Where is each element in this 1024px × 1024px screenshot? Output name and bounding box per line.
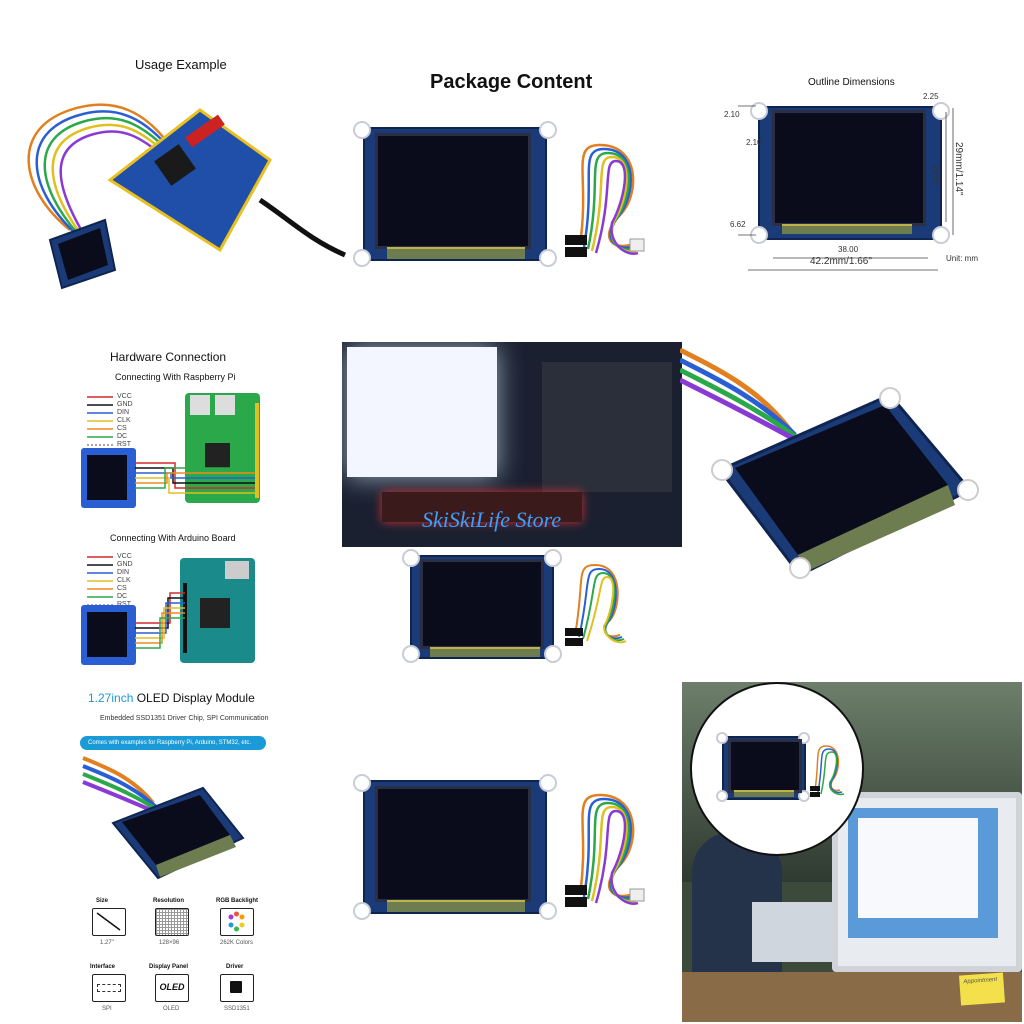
sticky-note-text: Appointment [963, 976, 998, 986]
feature-size: Size 1.27" [80, 898, 140, 958]
feature-label: Size [96, 898, 109, 904]
pin-label: RST [117, 601, 131, 608]
pc-case [542, 362, 672, 492]
pixel-grid-icon [155, 908, 189, 936]
pin-label: CS [117, 585, 127, 592]
package-content-panel: Package Content [345, 65, 675, 295]
module-infographic-panel: 1.27inch OLED Display Module Embedded SS… [78, 688, 348, 1018]
pin-label: DIN [117, 569, 130, 576]
feature-resolution: Resolution 128×96 [143, 898, 203, 958]
module-with-cable-panel [345, 770, 675, 930]
keyboard [382, 492, 582, 522]
usage-example-title: Usage Example [135, 57, 227, 72]
dim-2-10-top: 2.10 [724, 110, 740, 119]
connector-icon [92, 974, 126, 1002]
oled-module-angled-photo [680, 347, 979, 579]
feature-value: 1.27" [100, 940, 114, 946]
sticky-note: Appointment [959, 972, 1005, 1006]
dimension-lines [738, 105, 954, 271]
oled-module-image [353, 774, 557, 920]
module-title: 1.27inch OLED Display Module [88, 691, 255, 705]
feature-label: Resolution [153, 898, 184, 904]
feature-value: OLED [163, 1006, 180, 1012]
store-watermark: SkiSkiLife Store [422, 507, 562, 532]
hardware-connection-panel: Hardware Connection Connecting With Rasp… [75, 345, 335, 670]
module-banner: Comes with examples for Raspberry Pi, Ar… [80, 736, 266, 750]
feature-driver: Driver SSD1351 [208, 964, 268, 1018]
feature-value: 262K Colors [220, 940, 254, 946]
pin-label: CLK [117, 417, 131, 424]
pin-label: CLK [117, 577, 131, 584]
jumper-cable-image [565, 143, 645, 257]
oled-module-image [353, 121, 557, 267]
dim-6-62: 6.62 [730, 220, 746, 229]
usage-example-illustration [27, 103, 346, 290]
pin-label: DC [117, 593, 128, 600]
lifestyle-photo-panel: SkiSkiLife Store [342, 342, 682, 547]
color-wheel-icon [220, 908, 254, 936]
pin-label: GND [117, 561, 133, 568]
dim-unit: Unit: mm [946, 254, 978, 263]
dim-2-10-inner: 2.10 [746, 138, 762, 147]
jumper-cable-image [810, 745, 845, 797]
usage-example-panel: Usage Example [10, 50, 350, 290]
jumper-cable-image [565, 793, 645, 907]
feature-rgb-backlight: RGB Backlight 262K Colors [208, 898, 268, 958]
dim-height: 29mm/1.14" [953, 142, 964, 196]
outline-dimensions-title: Outline Dimensions [808, 77, 895, 88]
outline-module-drawing [750, 102, 950, 244]
feature-label: Driver [226, 964, 244, 970]
module-title-accent: 1.27inch [88, 691, 134, 705]
feature-label: RGB Backlight [216, 898, 259, 904]
small-package-image [402, 549, 655, 663]
pin-label: GND [117, 401, 133, 408]
dim-width: 42.2mm/1.66" [810, 256, 872, 267]
dim-2-25: 2.25 [923, 92, 939, 101]
jumper-cable-image [565, 563, 627, 646]
outline-dimensions-panel: Outline Dimensions 2.25 2.10 2.10 6.62 3… [718, 70, 1018, 280]
module-angled-image [82, 756, 245, 880]
chip-icon [220, 974, 254, 1002]
feature-value: 128×96 [159, 940, 180, 946]
feature-value: SPI [102, 1006, 112, 1012]
product-inset-circle [690, 682, 864, 856]
hardware-connection-title: Hardware Connection [110, 350, 227, 364]
oled-module-image [716, 732, 810, 802]
feature-value: SSD1351 [224, 1006, 250, 1012]
package-content-title: Package Content [430, 71, 593, 93]
desktop-monitor [832, 792, 1022, 972]
feature-label: Display Panel [149, 964, 189, 970]
diagonal-line-icon [92, 908, 126, 936]
feature-display-panel: Display Panel OLED OLED [143, 964, 203, 1018]
oled-text-icon: OLED [155, 974, 189, 1002]
pin-label: RST [117, 441, 131, 448]
dim-38-00: 38.00 [838, 245, 859, 254]
pin-label: VCC [117, 553, 132, 560]
pin-label: DIN [117, 409, 130, 416]
arduino-wiring [81, 556, 255, 665]
raspberry-pi-subtitle: Connecting With Raspberry Pi [115, 372, 236, 382]
module-subtitle: Embedded SSD1351 Driver Chip, SPI Commun… [100, 715, 269, 722]
pin-label: DC [117, 433, 128, 440]
feature-interface: Interface SPI [80, 964, 140, 1018]
laptop [752, 902, 832, 962]
dim-24-80: 24.80 [931, 165, 940, 186]
office-photo-panel: Appointment [682, 682, 1022, 1022]
feature-label: Interface [90, 964, 116, 970]
pin-label: VCC [117, 393, 132, 400]
pin-label: CS [117, 425, 127, 432]
monitor-glow [347, 347, 497, 477]
raspberry-pi-wiring [81, 393, 260, 508]
module-title-rest: OLED Display Module [133, 691, 255, 705]
arduino-subtitle: Connecting With Arduino Board [110, 533, 236, 543]
oled-module-image [402, 549, 562, 663]
